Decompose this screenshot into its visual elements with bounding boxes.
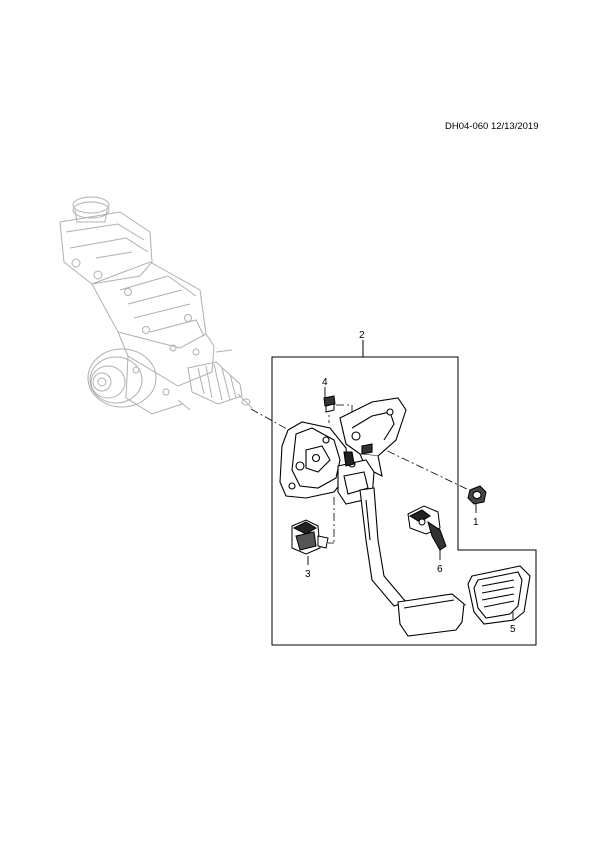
brake-pedal-arm: [359, 487, 465, 637]
drawing-reference: DH04-060 12/13/2019: [445, 121, 539, 132]
callout-2: 2: [359, 330, 365, 341]
clip-nut: [467, 485, 487, 505]
callout-1: 1: [473, 517, 479, 528]
pedal-pad-cover: [467, 565, 531, 625]
pedal-assembly-group: [271, 340, 537, 646]
callout-leaders: [307, 387, 514, 620]
callout-4: 4: [322, 377, 328, 388]
group-frame: [271, 356, 537, 646]
callout-5: 5: [510, 624, 516, 635]
pedal-switch: [291, 519, 329, 555]
bolt: [323, 395, 336, 413]
pedal-bracket: [279, 397, 407, 505]
callout-3: 3: [305, 569, 311, 580]
brake-booster-context: [59, 196, 253, 415]
callout-6: 6: [437, 564, 443, 575]
brake-light-switch: [407, 505, 447, 551]
